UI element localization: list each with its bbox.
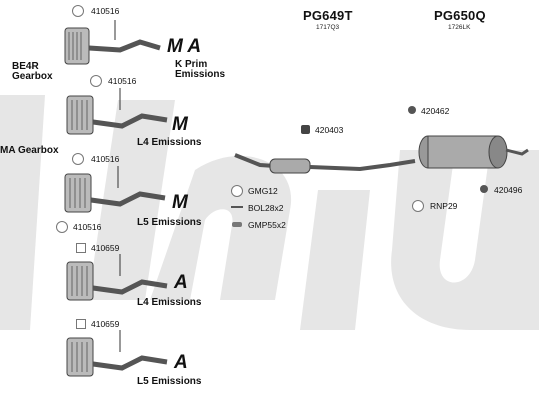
badge-row3: M: [172, 192, 188, 213]
emission-label-row3: L5 Emissions: [137, 217, 202, 228]
header-code-1: PG649T: [303, 8, 353, 23]
part-gmp55x2: GMP55x2: [248, 220, 286, 230]
part-rnp29: RNP29: [430, 201, 458, 211]
part-code-row4: 410516: [73, 222, 102, 232]
part-code-row2: 410516: [108, 76, 137, 86]
part-bol28x2: BOL28x2: [248, 203, 284, 213]
clamp-icon: [301, 125, 310, 134]
catalytic-converter-icon[interactable]: [62, 254, 172, 304]
header-sub-2: 1726LK: [448, 24, 471, 31]
gasket-square-icon: [76, 243, 86, 253]
header-sub-1: 1717Q3: [316, 24, 340, 31]
rear-silencer[interactable]: [410, 130, 530, 175]
gasket-ring-icon: [412, 200, 424, 212]
part-code-row5: 410659: [91, 319, 120, 329]
catalytic-converter-icon[interactable]: [62, 330, 172, 380]
hanger-icon: [480, 185, 488, 193]
gasket-ring-icon: [72, 153, 84, 165]
bolt-icon: [231, 206, 243, 208]
part-420403: 420403: [315, 125, 344, 135]
part-420496: 420496: [494, 185, 523, 195]
washer-icon: [232, 222, 242, 227]
middle-pipe-silencer[interactable]: [230, 145, 420, 185]
gasket-ring-icon: [90, 75, 102, 87]
part-code-row3: 410516: [91, 154, 120, 164]
emission-label-row1-2: Emissions: [175, 69, 226, 80]
part-420462: 420462: [421, 106, 450, 116]
badge-row5: A: [174, 352, 188, 373]
emission-label-row5: L5 Emissions: [137, 376, 202, 387]
part-gmg12: GMG12: [248, 186, 278, 196]
gearbox-label-ma: MA Gearbox: [0, 145, 59, 156]
gasket-ring-icon: [72, 5, 84, 17]
catalytic-converter-icon[interactable]: [60, 18, 170, 68]
catalytic-converter-icon[interactable]: [60, 166, 170, 216]
gasket-ring-icon: [56, 221, 68, 233]
catalytic-converter-icon[interactable]: [62, 88, 172, 138]
emission-label-row4: L4 Emissions: [137, 297, 202, 308]
gasket-ring-icon: [231, 185, 243, 197]
part-code-row4-b: 410659: [91, 243, 120, 253]
emission-label-row1: K Prim: [175, 59, 208, 70]
gearbox-label-be4r: BE4R: [12, 61, 39, 72]
gearbox-label-be4r-2: Gearbox: [12, 71, 53, 82]
badge-row1: M A: [167, 36, 202, 57]
part-code-row1: 410516: [91, 6, 120, 16]
gasket-square-icon: [76, 319, 86, 329]
badge-row4: A: [174, 272, 188, 293]
badge-row2: M: [172, 114, 188, 135]
emission-label-row2: L4 Emissions: [137, 137, 202, 148]
rubber-mount-icon: [408, 106, 416, 114]
header-code-2: PG650Q: [434, 8, 486, 23]
